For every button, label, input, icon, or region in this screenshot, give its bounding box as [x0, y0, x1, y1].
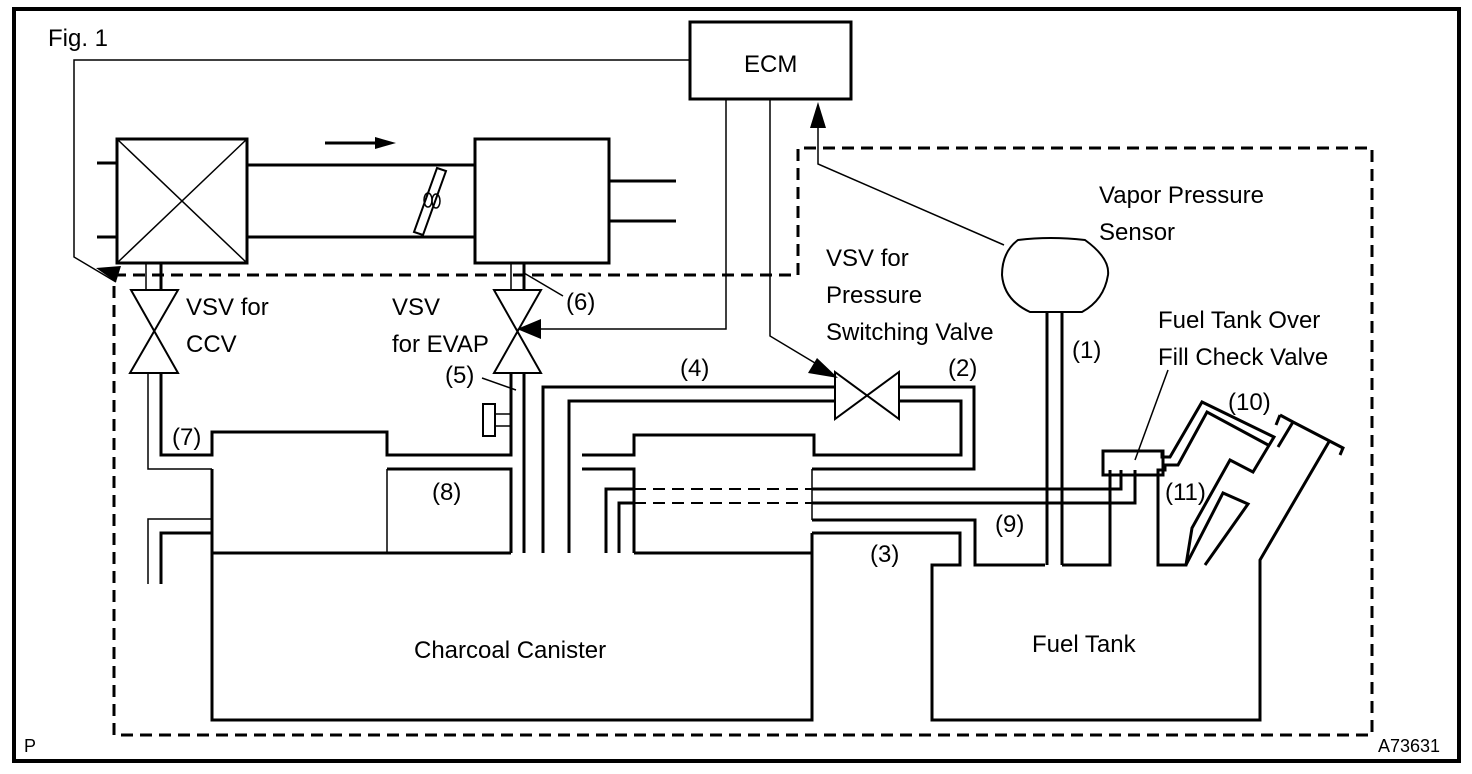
figure-frame — [12, 7, 1461, 763]
pipe-9-canister-section — [604, 469, 813, 555]
vsv-psv-label-2: Pressure — [826, 282, 922, 309]
vsv-evap-label-1: VSV — [392, 294, 440, 321]
ecm-wire-psv — [769, 99, 838, 378]
vsv-evap-valve — [492, 289, 543, 374]
pipe-fresh-air — [147, 518, 214, 584]
callout-2: (2) — [948, 355, 977, 382]
ecm-label: ECM — [744, 51, 797, 78]
intake-pipe — [247, 163, 475, 239]
ecm-wire-evap — [517, 99, 727, 339]
ecm-wire-ccv — [73, 59, 690, 283]
throttle-valve — [412, 166, 448, 237]
vsv-psv-label-3: Switching Valve — [826, 319, 994, 346]
vsv-psv-valve — [834, 370, 900, 421]
figure-title: Fig. 1 — [48, 25, 108, 52]
sensor-signal-wire — [810, 102, 1005, 246]
vsv-ccv-label-1: VSV for — [186, 294, 269, 321]
vsv-ccv-valve — [128, 289, 180, 374]
figure-id: A73631 — [1378, 736, 1440, 756]
fill-check-valve-label-2: Fill Check Valve — [1158, 344, 1328, 371]
ccv-ports — [145, 263, 526, 290]
charcoal-canister — [210, 467, 814, 722]
intake-manifold — [473, 137, 676, 265]
vsv-evap-label-2: for EVAP — [392, 331, 489, 358]
callout-5: (5) — [445, 362, 474, 389]
callout-8: (8) — [432, 479, 461, 506]
flow-arrow-icon — [325, 137, 396, 149]
vapor-pressure-sensor-label-2: Sensor — [1099, 219, 1175, 246]
callout-3: (3) — [870, 541, 899, 568]
air-cleaner — [97, 137, 249, 265]
callout-4: (4) — [680, 355, 709, 382]
fill-check-valve — [1101, 369, 1277, 567]
callout-6: (6) — [566, 289, 595, 316]
evap-vsv-stub — [482, 403, 511, 437]
callout-7: (7) — [172, 424, 201, 451]
callout-1: (1) — [1072, 337, 1101, 364]
callout-10: (10) — [1228, 389, 1271, 416]
evap-boundary-dashed — [112, 146, 1374, 737]
pipe-7 — [147, 373, 526, 553]
vapor-pressure-sensor-label-1: Vapor Pressure — [1099, 182, 1264, 209]
callout-11: (11) — [1165, 479, 1206, 506]
pipe-2 — [582, 385, 976, 553]
vsv-ccv-label-2: CCV — [186, 331, 237, 358]
fill-check-valve-label-1: Fuel Tank Over — [1158, 307, 1320, 334]
callout-9: (9) — [995, 511, 1024, 538]
charcoal-canister-label: Charcoal Canister — [414, 637, 606, 664]
ecm-box: ECM — [688, 20, 853, 101]
corner-mark: P — [24, 736, 36, 756]
callout-6-leader — [523, 272, 564, 297]
fuel-tank-label: Fuel Tank — [1032, 631, 1137, 658]
filler-neck — [1184, 413, 1345, 566]
pipe-4 — [541, 385, 835, 553]
pipe-3 — [812, 531, 1262, 722]
vsv-psv-label-1: VSV for — [826, 245, 909, 272]
pipe-9 — [812, 470, 1137, 567]
vapor-pressure-sensor — [1000, 237, 1112, 567]
